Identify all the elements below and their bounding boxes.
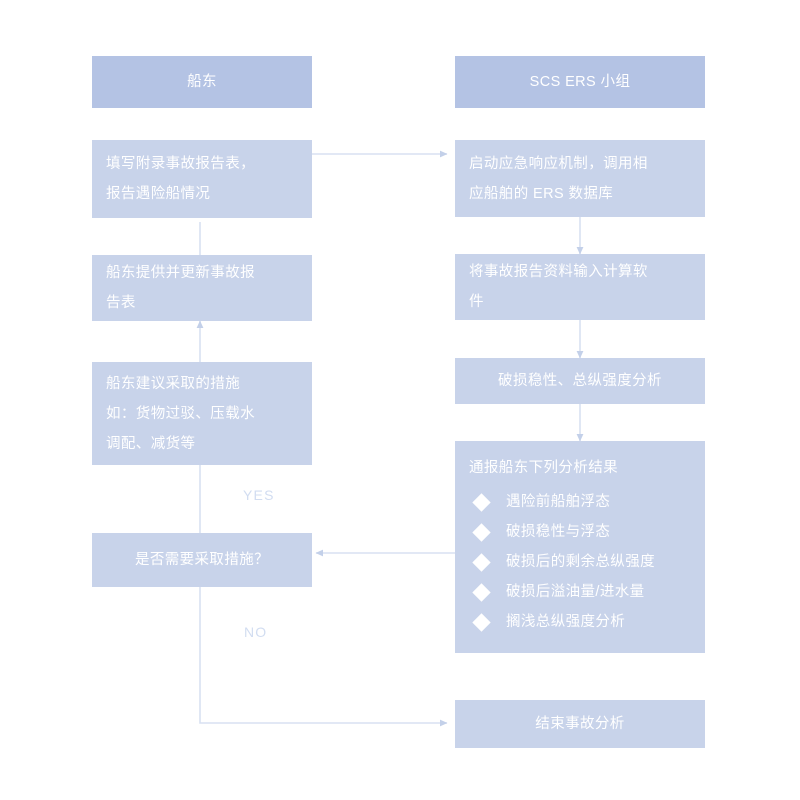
node-end-analysis-label: 结束事故分析: [535, 716, 625, 732]
diamond-bullet-icon: [472, 552, 491, 572]
list-item-label: 破损后的剩余总纵强度: [506, 554, 655, 570]
node-input-software[interactable]: 将事故报告资料输入计算软 件: [455, 254, 705, 320]
node-report-results-label: 通报船东下列分析结果: [469, 460, 618, 476]
diamond-bullet-icon: [472, 492, 491, 512]
list-item-label: 遇险前船舶浮态: [506, 494, 611, 510]
lane-header-team-label: SCS ERS 小组: [529, 74, 631, 90]
lane-header-owner-label: 船东: [187, 74, 217, 90]
node-report-results[interactable]: 通报船东下列分析结果 遇险前船舶浮态 破损稳性与浮态 破损后的剩余总纵强度 破损…: [455, 441, 705, 653]
edge-label-no: NO: [244, 624, 267, 640]
node-owner-update[interactable]: 船东提供并更新事故报 告表: [92, 255, 312, 321]
node-fill-report-label: 填写附录事故报告表， 报告遇险船情况: [106, 156, 255, 202]
list-item: 破损后的剩余总纵强度: [472, 547, 691, 577]
list-item-label: 搁浅总纵强度分析: [506, 614, 626, 630]
node-damage-analysis-label: 破损稳性、总纵强度分析: [498, 373, 662, 389]
node-decision-measures-label: 是否需要采取措施？: [134, 552, 270, 568]
node-owner-measures[interactable]: 船东建议采取的措施 如：货物过驳、压载水 调配、减货等: [92, 362, 312, 465]
diamond-bullet-icon: [472, 612, 491, 632]
node-damage-analysis[interactable]: 破损稳性、总纵强度分析: [455, 358, 705, 404]
node-decision-measures[interactable]: 是否需要采取措施？: [92, 533, 312, 587]
node-fill-report[interactable]: 填写附录事故报告表， 报告遇险船情况: [92, 140, 312, 218]
edge-decision-no-to-end-analysis: [199, 587, 448, 727]
diamond-bullet-icon: [472, 522, 491, 542]
list-item-label: 破损后溢油量/进水量: [506, 584, 645, 600]
list-item: 搁浅总纵强度分析: [472, 607, 691, 637]
list-item-label: 破损稳性与浮态: [506, 524, 611, 540]
node-owner-update-label: 船东提供并更新事故报 告表: [106, 265, 255, 311]
node-owner-measures-label: 船东建议采取的措施 如：货物过驳、压载水 调配、减货等: [106, 375, 255, 452]
lane-header-team: SCS ERS 小组: [455, 56, 705, 108]
diamond-bullet-icon: [472, 582, 491, 602]
edge-label-yes: YES: [243, 487, 275, 503]
node-end-analysis[interactable]: 结束事故分析: [455, 700, 705, 748]
lane-header-owner: 船东: [92, 56, 312, 108]
node-start-emergency[interactable]: 启动应急响应机制，调用相 应船舶的 ERS 数据库: [455, 140, 705, 217]
node-start-emergency-label: 启动应急响应机制，调用相 应船舶的 ERS 数据库: [469, 155, 648, 202]
list-item: 遇险前船舶浮态: [472, 487, 691, 517]
list-item: 破损后溢油量/进水量: [472, 577, 691, 607]
edge-label-yes-text: YES: [243, 487, 275, 503]
list-item: 破损稳性与浮态: [472, 517, 691, 547]
results-bullet-list: 遇险前船舶浮态 破损稳性与浮态 破损后的剩余总纵强度 破损后溢油量/进水量 搁浅…: [469, 487, 691, 637]
edge-label-no-text: NO: [244, 624, 268, 640]
node-input-software-label: 将事故报告资料输入计算软 件: [469, 264, 648, 310]
